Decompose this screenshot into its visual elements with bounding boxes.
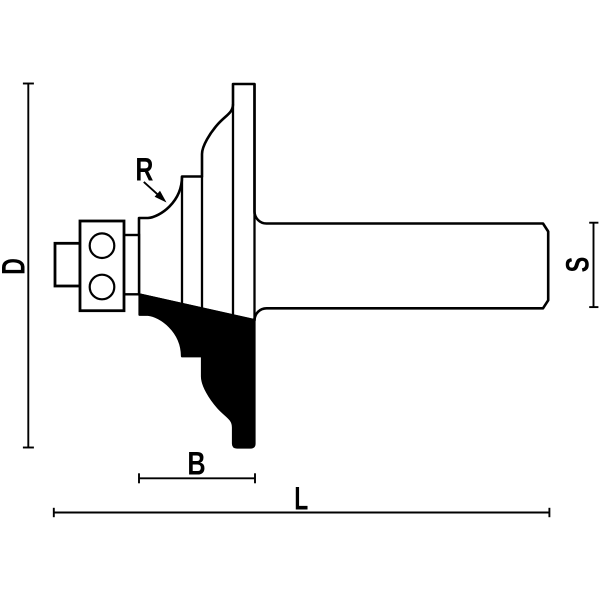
svg-text:S: S (560, 257, 595, 273)
svg-text:L: L (294, 481, 308, 517)
svg-text:D: D (0, 258, 31, 275)
svg-text:B: B (187, 447, 205, 483)
svg-text:R: R (135, 153, 153, 189)
